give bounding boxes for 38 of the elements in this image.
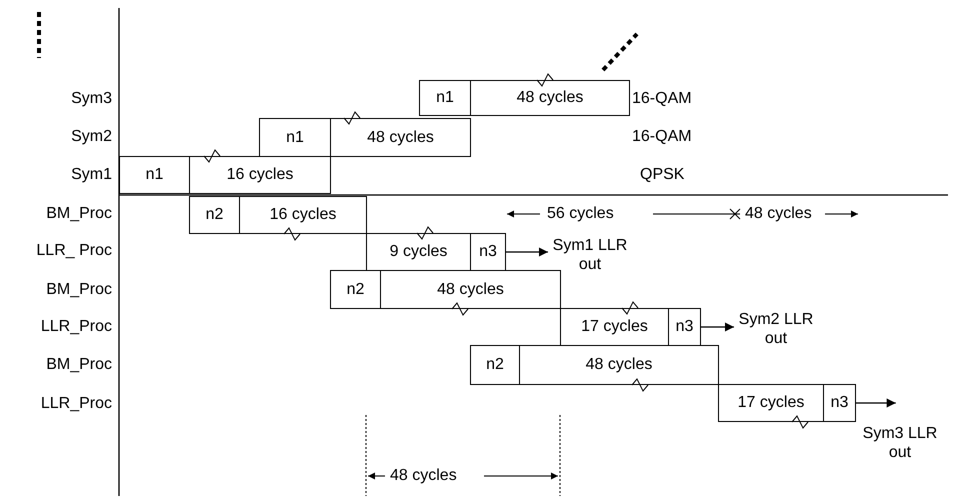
timing-box: n1	[259, 118, 331, 157]
dimension-label: 48 cycles	[390, 467, 457, 485]
timing-box: 16 cycles	[239, 196, 367, 234]
timing-box: 48 cycles	[519, 345, 719, 385]
row-label: Sym2	[71, 128, 112, 146]
timing-box: n1	[419, 80, 471, 116]
timing-box: n3	[668, 308, 701, 346]
timing-box: n2	[189, 196, 240, 234]
timing-box: 17 cycles	[560, 308, 669, 346]
modulation-label: 16-QAM	[632, 90, 692, 108]
timing-box: 16 cycles	[189, 156, 331, 194]
row-label: BM_Proc	[46, 205, 112, 223]
arrow	[856, 398, 896, 408]
row-label: Sym3	[71, 90, 112, 108]
row-label: LLR_Proc	[40, 318, 112, 336]
row-label: LLR_ Proc	[36, 242, 112, 260]
modulation-label: QPSK	[640, 166, 684, 184]
modulation-label: 16-QAM	[632, 128, 692, 146]
timing-box: 17 cycles	[718, 384, 824, 422]
dimension-label: 48 cycles	[745, 205, 812, 223]
timing-box: n2	[470, 345, 520, 385]
output-label: Sym3 LLR out	[858, 424, 942, 462]
arrow	[506, 247, 548, 257]
timing-box: 48 cycles	[330, 118, 471, 157]
output-label: Sym2 LLR out	[736, 310, 816, 348]
timing-box: n3	[823, 384, 856, 422]
arrow	[701, 322, 734, 332]
timing-box: 48 cycles	[470, 80, 630, 116]
timing-box: n1	[119, 156, 190, 194]
dimension-label: 56 cycles	[547, 205, 614, 223]
timing-box: 9 cycles	[366, 233, 471, 271]
row-label: Sym1	[71, 166, 112, 184]
timing-box: 48 cycles	[380, 270, 561, 309]
timing-box: n3	[470, 233, 506, 271]
row-label: BM_Proc	[46, 281, 112, 299]
row-label: BM_Proc	[46, 356, 112, 374]
timing-box: n2	[330, 270, 381, 309]
row-label: LLR_Proc	[40, 395, 112, 413]
